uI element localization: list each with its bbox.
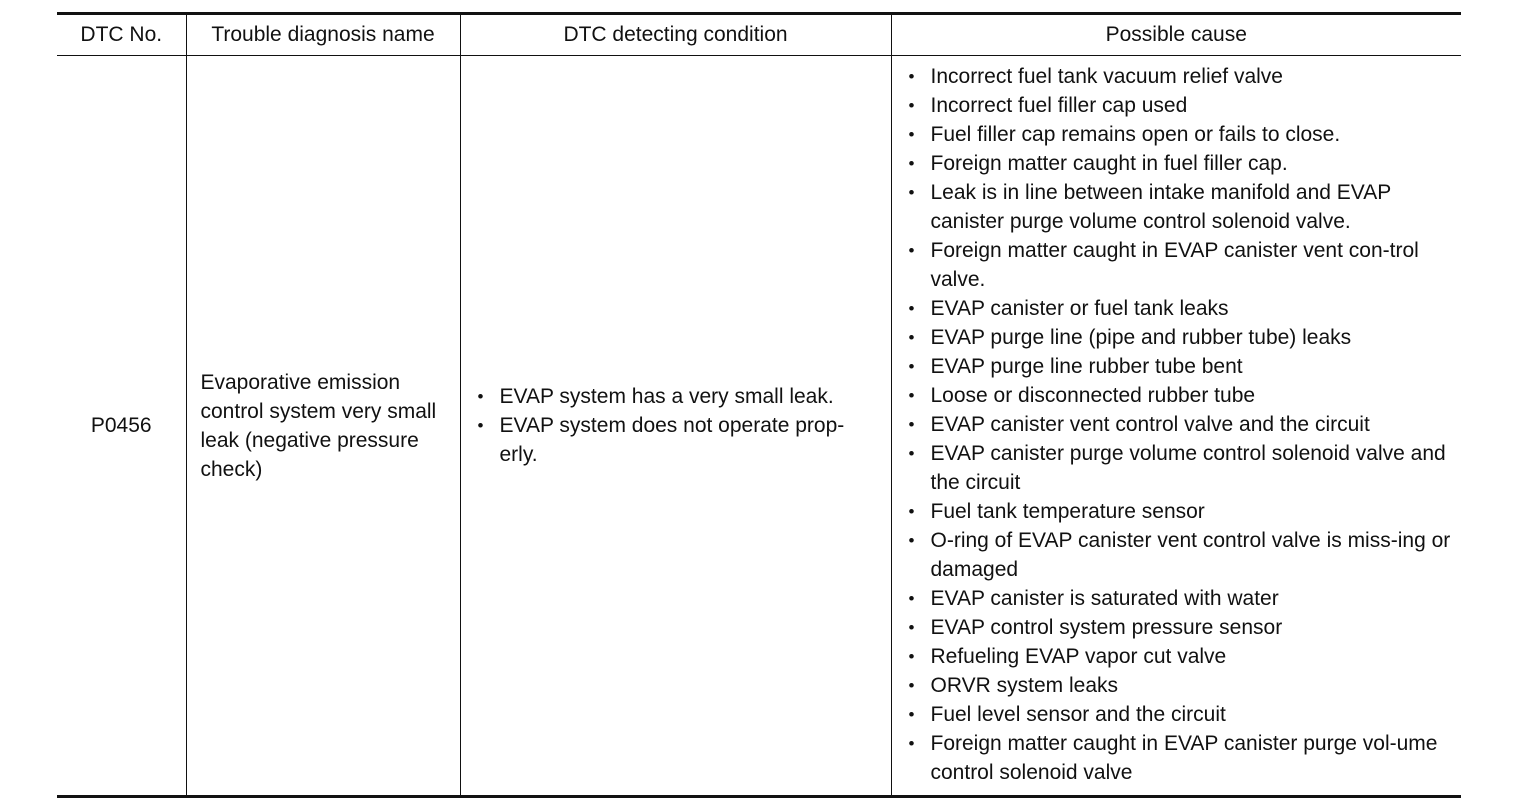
list-item: O-ring of EVAP canister vent control val… xyxy=(906,526,1452,584)
list-item: Foreign matter caught in EVAP canister p… xyxy=(906,729,1452,787)
condition-list: EVAP system has a very small leak. EVAP … xyxy=(475,382,881,469)
list-item: EVAP canister vent control valve and the… xyxy=(906,410,1452,439)
list-item: Incorrect fuel filler cap used xyxy=(906,91,1452,120)
header-dtc-no: DTC No. xyxy=(57,13,187,56)
list-item: Incorrect fuel tank vacuum relief valve xyxy=(906,62,1452,91)
list-item: Leak is in line between intake manifold … xyxy=(906,178,1452,236)
list-item: EVAP purge line rubber tube bent xyxy=(906,352,1452,381)
list-item: Loose or disconnected rubber tube xyxy=(906,381,1452,410)
list-item: EVAP canister or fuel tank leaks xyxy=(906,294,1452,323)
table-row: P0456 Evaporative emission control syste… xyxy=(57,55,1461,797)
list-item: EVAP system does not operate prop-erly. xyxy=(475,411,881,469)
list-item: Fuel filler cap remains open or fails to… xyxy=(906,120,1452,149)
detecting-condition-cell: EVAP system has a very small leak. EVAP … xyxy=(459,55,892,797)
list-item: Refueling EVAP vapor cut valve xyxy=(906,642,1452,671)
dtc-table: DTC No. Trouble diagnosis name DTC detec… xyxy=(57,12,1461,798)
list-item: EVAP system has a very small leak. xyxy=(475,382,881,411)
list-item: EVAP control system pressure sensor xyxy=(906,613,1452,642)
list-item: EVAP purge line (pipe and rubber tube) l… xyxy=(906,323,1452,352)
table-header-row: DTC No. Trouble diagnosis name DTC detec… xyxy=(57,13,1461,56)
cause-list: Incorrect fuel tank vacuum relief valve … xyxy=(906,62,1452,787)
list-item: EVAP canister purge volume control solen… xyxy=(906,439,1452,497)
list-item: ORVR system leaks xyxy=(906,671,1452,700)
list-item: Foreign matter caught in EVAP canister v… xyxy=(906,236,1452,294)
dtc-number-cell: P0456 xyxy=(57,55,187,797)
list-item: EVAP canister is saturated with water xyxy=(906,584,1452,613)
list-item: Fuel level sensor and the circuit xyxy=(906,700,1452,729)
header-dtc-detecting-condition: DTC detecting condition xyxy=(459,13,892,56)
header-possible-cause: Possible cause xyxy=(890,13,1461,56)
dtc-table-container: DTC No. Trouble diagnosis name DTC detec… xyxy=(57,12,1461,798)
diagnosis-name-cell: Evaporative emission control system very… xyxy=(185,55,461,797)
header-trouble-diagnosis-name: Trouble diagnosis name xyxy=(185,13,461,56)
list-item: Fuel tank temperature sensor xyxy=(906,497,1452,526)
possible-cause-cell: Incorrect fuel tank vacuum relief valve … xyxy=(890,55,1461,797)
list-item: Foreign matter caught in fuel filler cap… xyxy=(906,149,1452,178)
